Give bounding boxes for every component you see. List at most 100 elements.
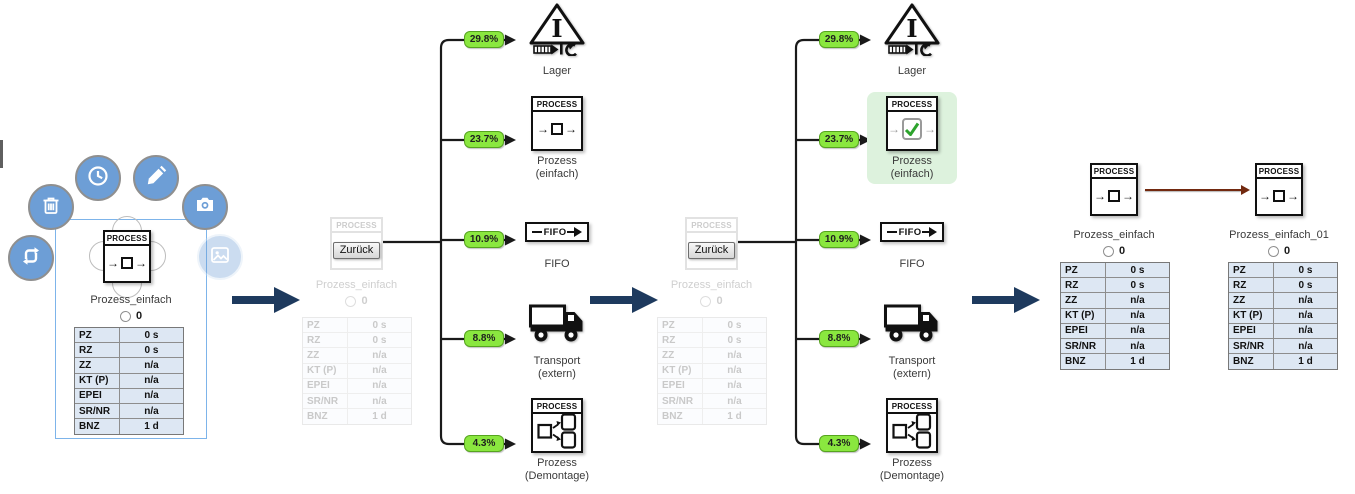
pencil-icon [144,164,168,193]
metric-value: 0 s [372,319,387,331]
metric-key: KT (P) [658,363,703,378]
table-row: ZZ n/a [75,358,183,374]
option-prozess-demontage[interactable]: PROCESS Prozess (Demontage) [520,398,594,483]
fifo-arrow-icon [567,227,583,237]
option-transport-extern[interactable]: Transport (extern) [520,302,594,381]
metric-value: 0 s [1130,279,1145,291]
option-prozess-einfach-selected[interactable]: PROCESS → → Prozess (einfach) [875,96,949,181]
fifo-arrow-icon [922,227,938,237]
process-simple-icon: PROCESS → → [531,96,583,151]
table-row: PZ 0 s [1229,263,1337,279]
table-row: ZZ n/a [1061,293,1169,309]
table-row: EPEI n/a [1229,323,1337,339]
arrow-shaft [972,296,1014,304]
delete-button[interactable] [28,184,74,230]
ghost-process-node: PROCESS Zurück [685,217,738,270]
metric-value: 1 d [144,421,159,433]
back-button[interactable]: Zurück [687,241,736,259]
flow-out-arrow-icon: → [1287,189,1299,203]
arrow-shaft [232,296,274,304]
counter-value: 0 [716,295,723,307]
process-node-2[interactable]: PROCESS → → [1255,163,1303,216]
metric-value: n/a [144,375,159,387]
metric-key: KT (P) [75,373,120,388]
node-counter: 0 [1214,245,1344,257]
step-arrow-2 [590,287,658,313]
metric-value: 1 d [372,411,387,423]
option-lager[interactable]: I Lager [520,2,594,78]
counter-value: 0 [1283,245,1291,257]
process-simple-selected-icon: PROCESS → → [886,96,938,151]
metric-key: RZ [1229,278,1274,293]
process-header: PROCESS [888,98,936,112]
material-flow-arrow[interactable] [1145,185,1250,195]
table-row: PZ 0 s [75,328,183,344]
metric-value: n/a [1298,310,1313,322]
metric-key: BNZ [1061,354,1106,370]
metric-key: SR/NR [303,393,348,409]
option-label: Prozess (einfach) [535,155,579,181]
process-square-icon [121,257,133,269]
process-header: PROCESS [888,400,936,414]
counter-value: 0 [135,310,143,322]
disassembly-glyph [892,413,932,449]
table-row: BNZ 1 d [658,409,766,425]
back-button[interactable]: Zurück [332,241,381,259]
inventory-triangle-icon: I [528,2,586,61]
process-header: PROCESS [1257,165,1301,179]
probability-badge: 23.7% [464,131,504,148]
counter-value: 0 [1118,245,1126,257]
option-prozess-einfach[interactable]: PROCESS → → Prozess (einfach) [520,96,594,181]
process-node[interactable]: PROCESS → → [103,230,151,283]
fifo-lane-icon: FIFO [880,222,944,242]
option-lager[interactable]: I Lager [875,2,949,78]
fifo-text: FIFO [898,226,922,238]
metric-value: n/a [372,380,387,392]
process-node-1[interactable]: PROCESS → → [1090,163,1138,216]
flow-in-arrow-icon: → [888,122,900,136]
flow-in-arrow-icon: → [107,256,119,270]
probability-badge: 29.8% [464,31,504,48]
step-arrow-3 [972,287,1040,313]
metric-value: n/a [372,395,387,407]
metric-value: 0 s [1298,279,1313,291]
table-row: BNZ 1 d [303,409,411,425]
table-row: SR/NR n/a [1061,338,1169,355]
step-4-result: PROCESS → → PROCESS → → Prozess_einfach … [1045,0,1355,494]
metric-key: BNZ [75,419,120,435]
metric-value: n/a [1130,325,1145,337]
process-square-icon [1273,190,1285,202]
probability-badge: 8.8% [464,330,504,347]
flow-out-arrow-icon: → [1122,189,1134,203]
metric-key: KT (P) [1061,308,1106,323]
option-prozess-demontage[interactable]: PROCESS Prozess (Demontage) [875,398,949,483]
option-label: Transport (extern) [533,355,581,381]
metric-value: 0 s [727,334,742,346]
edit-button[interactable] [133,155,179,201]
probability-badge: 23.7% [819,131,859,148]
metric-key: EPEI [1061,323,1106,338]
option-transport-extern[interactable]: Transport (extern) [875,302,949,381]
snapshot-button[interactable] [182,184,228,230]
metric-key: KT (P) [303,363,348,378]
table-row: BNZ 1 d [1061,354,1169,370]
table-row: SR/NR n/a [303,393,411,410]
metrics-table-1: PZ 0 s RZ 0 s ZZ n/a KT (P) n/a [1060,262,1170,371]
probability-badge: 8.8% [819,330,859,347]
loop-button[interactable] [8,235,54,281]
trash-icon [39,193,63,222]
option-fifo[interactable]: FIFO FIFO [520,222,594,271]
image-button[interactable] [197,234,243,280]
step-2-type-menu: PROCESS Zurück Prozess_einfach 0 PZ 0 s … [300,0,610,494]
table-row: RZ 0 s [1229,278,1337,294]
table-row: BNZ 1 d [1229,354,1337,370]
loop-icon [19,244,43,273]
metric-key: RZ [1061,278,1106,293]
option-fifo[interactable]: FIFO FIFO [875,222,949,271]
history-button[interactable] [75,155,121,201]
table-row: ZZ n/a [1229,293,1337,309]
metric-key: SR/NR [1229,338,1274,354]
table-row: PZ 0 s [1061,263,1169,279]
process-node-body: → → [105,246,149,280]
option-label: Lager [897,65,927,77]
